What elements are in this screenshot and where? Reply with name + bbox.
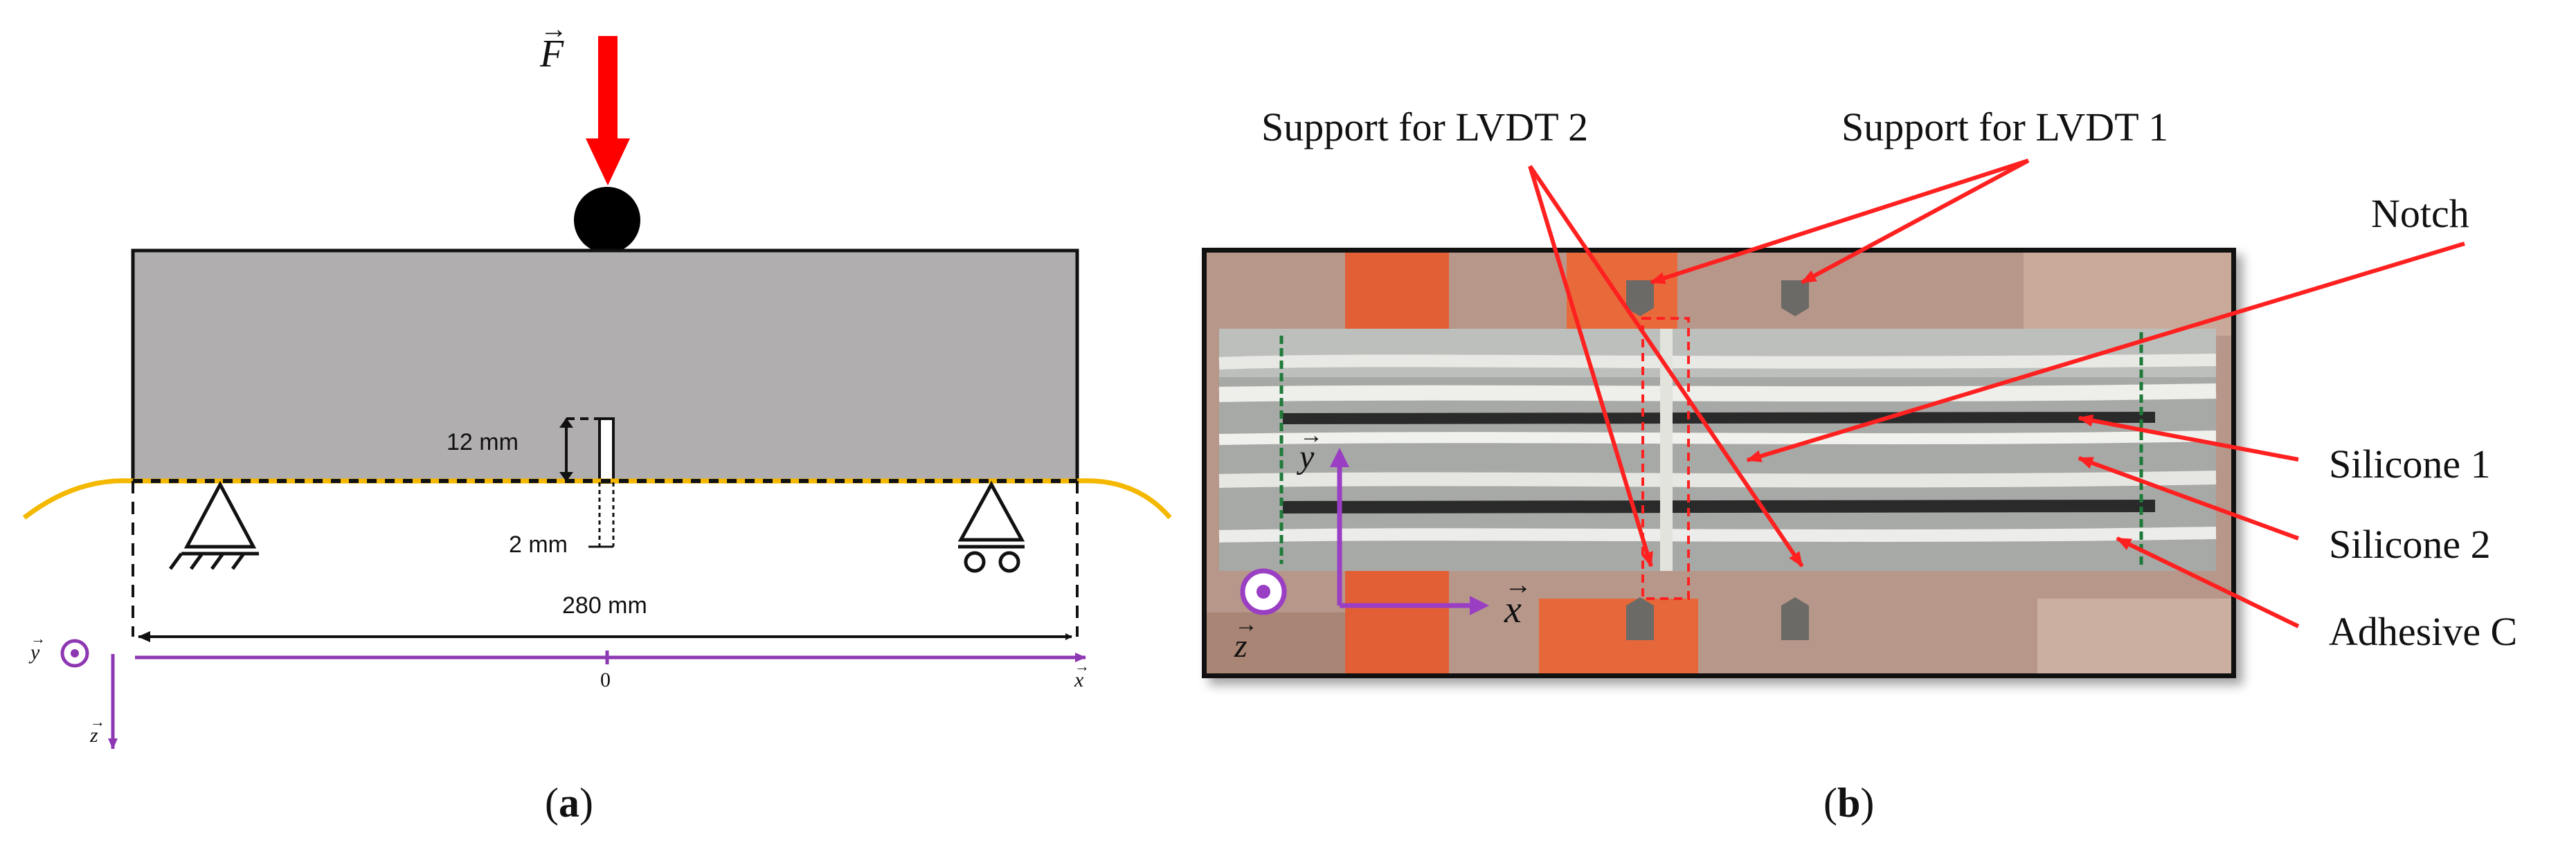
label-notch: Notch — [2371, 191, 2469, 236]
label-support-lvdt-1: Support for LVDT 1 — [1841, 105, 2169, 149]
notch-width-label: 2 mm — [509, 531, 568, 558]
specimen-photo: →y →x →z — [1202, 248, 2236, 678]
photo-content — [1207, 253, 2231, 673]
notch-width-dimension — [588, 482, 615, 548]
force-arrow — [586, 36, 630, 185]
caption-b: (b) — [1823, 780, 1875, 826]
y-axis-label: →y — [30, 630, 46, 664]
label-silicone-2: Silicone 2 — [2329, 522, 2491, 567]
notch — [598, 417, 615, 484]
notch-depth-label: 12 mm — [447, 429, 519, 455]
label-adhesive-c: Adhesive C — [2329, 609, 2518, 654]
photo-z-label: →z — [1234, 612, 1258, 664]
loading-roller — [574, 187, 640, 253]
notch-depth-dimension — [559, 417, 600, 482]
origin-label: 0 — [600, 669, 611, 691]
roller-support — [957, 480, 1025, 573]
photo-x-label: →x — [1504, 569, 1532, 631]
lower-dashed-outline — [132, 481, 1079, 637]
y-axis-out-of-plane-icon — [60, 639, 89, 668]
span-label: 280 mm — [562, 592, 647, 619]
caption-a: (a) — [545, 780, 593, 826]
z-axis-label: →z — [90, 713, 105, 747]
pinned-support — [168, 480, 259, 570]
force-label: →F — [540, 13, 568, 75]
label-silicone-1: Silicone 1 — [2329, 442, 2491, 487]
photo-axis-triad — [1240, 448, 1489, 615]
label-support-lvdt-2: Support for LVDT 2 — [1261, 105, 1589, 149]
x-axis-label: →x — [1074, 657, 1090, 691]
photo-y-label: →y — [1299, 423, 1323, 475]
